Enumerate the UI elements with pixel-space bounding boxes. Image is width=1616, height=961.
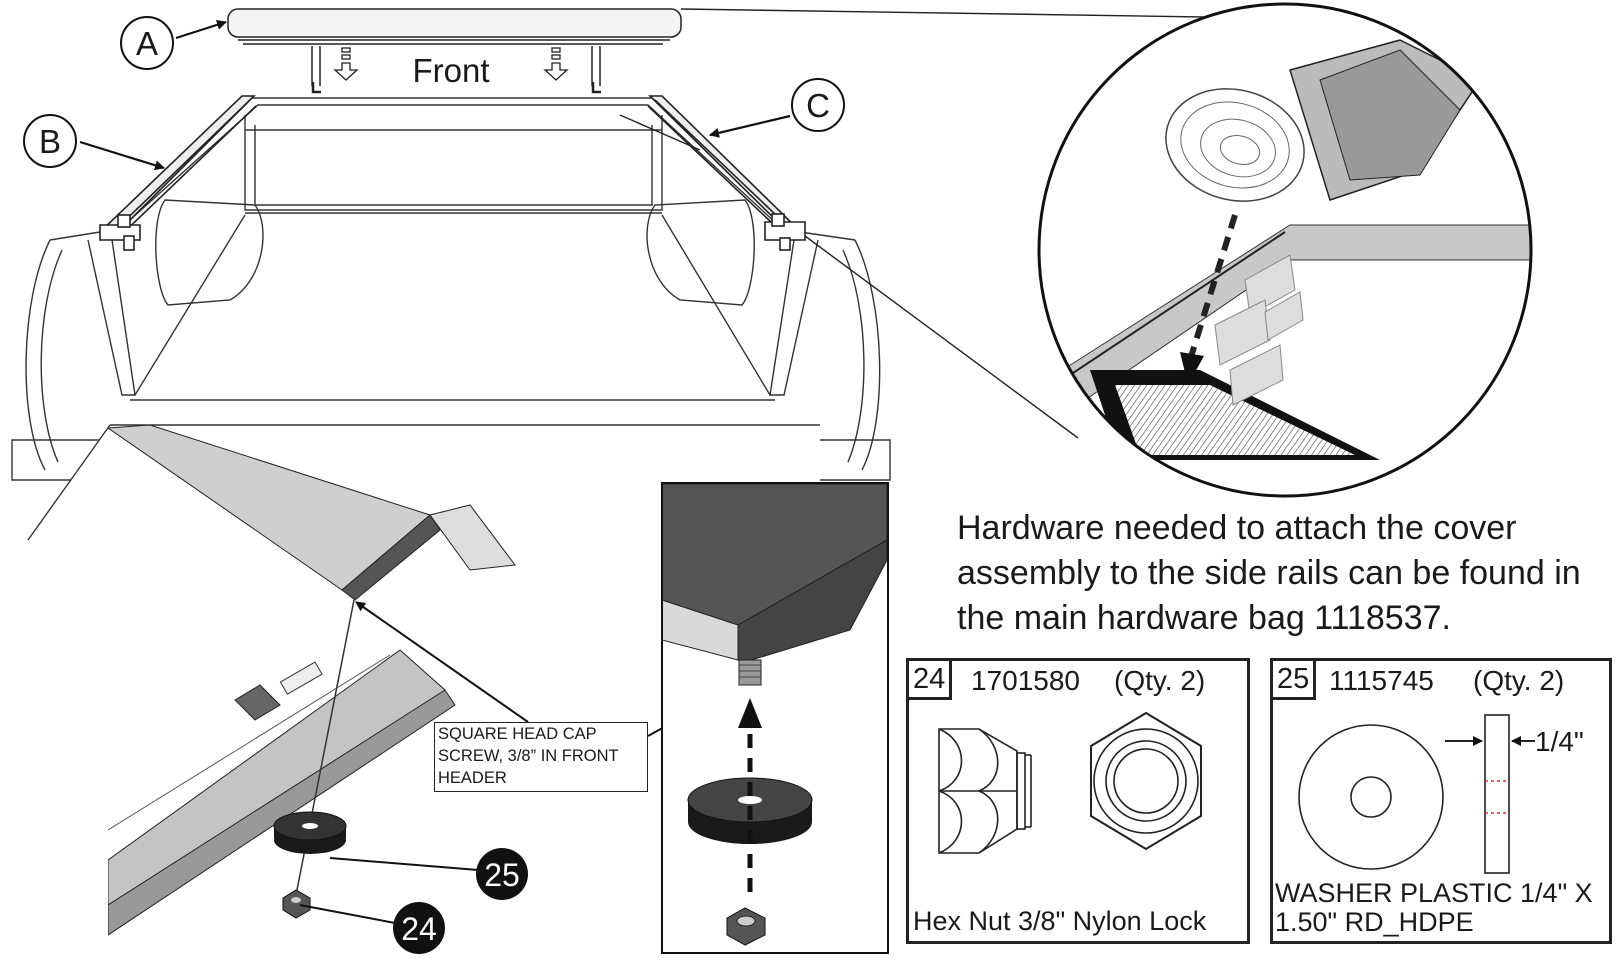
hardware-number: 25 — [1273, 661, 1317, 700]
washer-dimension: 1/4" — [1535, 726, 1584, 757]
hardware-description: Hex Nut 3/8" Nylon Lock — [913, 906, 1207, 936]
front-header-detail — [27, 424, 820, 961]
side-rail-c — [647, 95, 807, 251]
label-c: C — [806, 87, 830, 124]
screw-callout: SQUARE HEAD CAP SCREW, 3/8” IN FRONT HEA… — [434, 722, 648, 792]
side-rail-b — [98, 95, 257, 251]
hex-nut-drawing — [938, 711, 1202, 854]
washer-drawing: 1/4" — [1298, 714, 1584, 874]
label-circles — [23, 16, 845, 168]
svg-text:25: 25 — [484, 857, 520, 893]
hardware-description: WASHER PLASTIC 1/4" X 1.50" RD_HDPE — [1275, 878, 1593, 937]
part-marker-24: 24 — [393, 902, 445, 954]
part-marker-25: 25 — [476, 848, 528, 900]
leader-lines — [79, 19, 791, 171]
front-label: Front — [412, 52, 489, 89]
label-c-circle — [791, 78, 845, 132]
label-b: B — [39, 123, 61, 160]
quantity: (Qty. 2) — [1473, 665, 1565, 696]
hardware-box-24: 24 1701580 (Qty. 2) Hex Nut 3/8" Nylon L… — [906, 658, 1250, 944]
quantity: (Qty. 2) — [1114, 665, 1206, 696]
detail-circle — [1037, 2, 1533, 498]
tonneau-cover-a — [227, 8, 682, 94]
label-b-circle — [23, 114, 77, 168]
part-number: 1115745 — [1329, 665, 1434, 696]
hardware-note: Hardware needed to attach the cover asse… — [957, 509, 1581, 637]
down-arrow-icon — [333, 47, 569, 81]
screw-detail-inset — [661, 482, 889, 954]
hardware-box-25: 25 1115745 (Qty. 2) 1/4" WASHER PLASTIC … — [1270, 658, 1612, 944]
label-a-circle — [120, 16, 174, 70]
part-number: 1701580 — [971, 665, 1081, 696]
zoom-lines — [619, 8, 1271, 439]
hardware-number: 24 — [909, 661, 953, 700]
truck-bed — [11, 97, 891, 481]
svg-text:24: 24 — [401, 911, 437, 947]
label-a: A — [136, 25, 158, 62]
